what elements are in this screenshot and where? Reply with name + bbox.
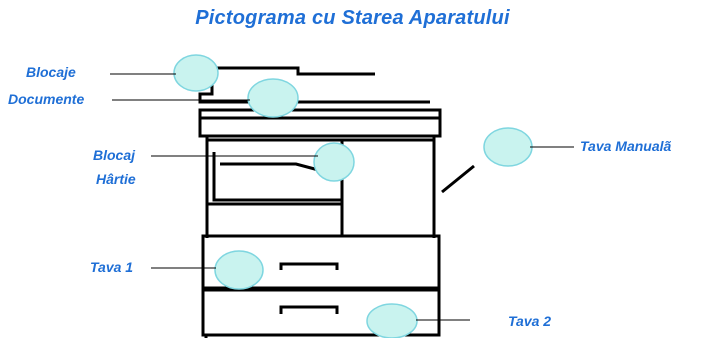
paper-jam-indicator [313,142,355,182]
label-tray-1: Tava 1 [90,259,134,275]
feeder-output-tray [212,66,375,76]
document-jam-indicator [247,78,299,118]
label-paper-jam-line2: Hârtie [96,171,136,187]
tray-2-indicator [366,303,418,338]
label-document-jam-line1: Blocaje [26,64,76,80]
label-tray-2: Tava 2 [508,313,552,329]
machine-body [205,136,436,238]
bypass-tray-arm [441,164,475,194]
label-document-jam-line2: Documente [8,91,85,107]
indicator-lights [173,54,533,338]
document-jam-indicator-top [173,54,219,92]
manual-tray-indicator [483,127,533,167]
leader-lines [110,73,574,321]
scanner-platen [198,108,442,138]
label-paper-jam-line1: Blocaj [93,147,136,163]
exit-shelf [220,162,327,174]
diagram-title: Pictograma cu Starea Aparatului [195,7,510,29]
tray-1 [201,234,441,290]
tray-2 [201,288,441,337]
copier-machine [198,66,475,338]
tray-1-indicator [214,250,264,290]
label-manual-tray: Tava Manualã [580,138,672,154]
